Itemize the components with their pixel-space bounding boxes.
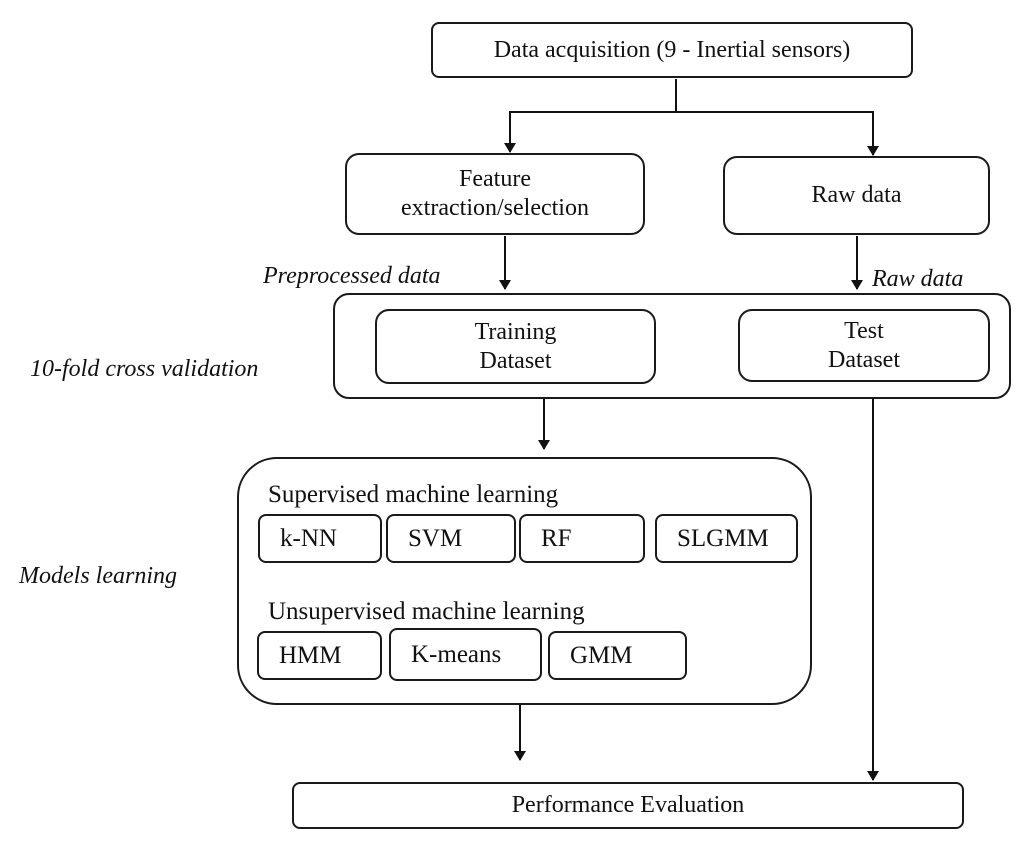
- data-acquisition-label: Data acquisition (9 - Inertial sensors): [493, 36, 851, 63]
- model-gmm: GMM: [548, 631, 687, 680]
- training-dataset-line2: Dataset: [479, 347, 552, 374]
- model-slgmm: SLGMM: [655, 514, 798, 563]
- model-knn: k-NN: [258, 514, 382, 563]
- performance-evaluation-label: Performance Evaluation: [511, 792, 745, 818]
- test-dataset-line2: Dataset: [828, 346, 900, 373]
- preprocessed-data-label: Preprocessed data: [263, 263, 441, 289]
- supervised-title: Supervised machine learning: [268, 481, 559, 508]
- feature-extraction-line1: Feature: [459, 166, 531, 192]
- raw-data-edge-label: Raw data: [872, 266, 964, 292]
- raw-data-node: Raw data: [723, 156, 990, 235]
- test-dataset-line1: Test: [844, 317, 884, 344]
- model-hmm: HMM: [257, 631, 382, 680]
- cross-validation-label: 10-fold cross validation: [30, 356, 259, 382]
- models-learning-label: Models learning: [19, 563, 177, 589]
- model-rf: RF: [519, 514, 645, 563]
- training-dataset-line1: Training: [474, 318, 557, 345]
- arrow-acquisition-to-raw: [676, 111, 879, 156]
- arrow-acquisition-split: [504, 79, 677, 153]
- unsupervised-title: Unsupervised machine learning: [268, 598, 585, 625]
- model-kmeans: K-means: [389, 628, 542, 681]
- model-svm: SVM: [386, 514, 516, 563]
- data-acquisition-node: Data acquisition (9 - Inertial sensors): [431, 22, 913, 78]
- raw-data-label: Raw data: [811, 182, 902, 208]
- test-dataset-node: Test Dataset: [738, 309, 990, 382]
- training-dataset-node: Training Dataset: [375, 309, 656, 384]
- feature-extraction-line2: extraction/selection: [401, 195, 589, 221]
- feature-extraction-node: Feature extraction/selection: [345, 153, 645, 235]
- performance-evaluation-node: Performance Evaluation: [292, 782, 964, 829]
